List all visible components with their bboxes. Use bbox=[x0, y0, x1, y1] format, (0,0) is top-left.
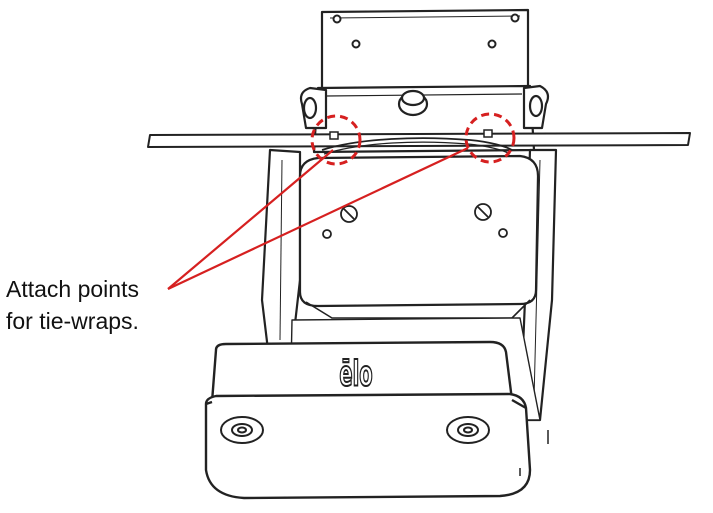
callout-leader-lines bbox=[167, 147, 469, 290]
base-screws bbox=[220, 416, 490, 444]
top-plate-holes bbox=[332, 13, 520, 49]
attach-point-left bbox=[310, 114, 362, 166]
top-mounting-plate bbox=[320, 8, 530, 96]
bracket-plate-screws bbox=[322, 203, 508, 239]
stand-base bbox=[204, 340, 549, 500]
counter-slab bbox=[147, 132, 691, 148]
cable bbox=[321, 137, 513, 151]
attach-point-highlights bbox=[310, 112, 516, 166]
center-bracket-plate bbox=[298, 154, 540, 319]
attach-tabs bbox=[329, 129, 493, 140]
callout-label: Attach points for tie-wraps. bbox=[6, 273, 139, 337]
attach-point-right bbox=[464, 112, 516, 164]
callout-line-2: for tie-wraps. bbox=[6, 308, 139, 334]
callout-line-1: Attach points bbox=[6, 276, 139, 302]
brand-logo: ēlo bbox=[339, 353, 372, 394]
